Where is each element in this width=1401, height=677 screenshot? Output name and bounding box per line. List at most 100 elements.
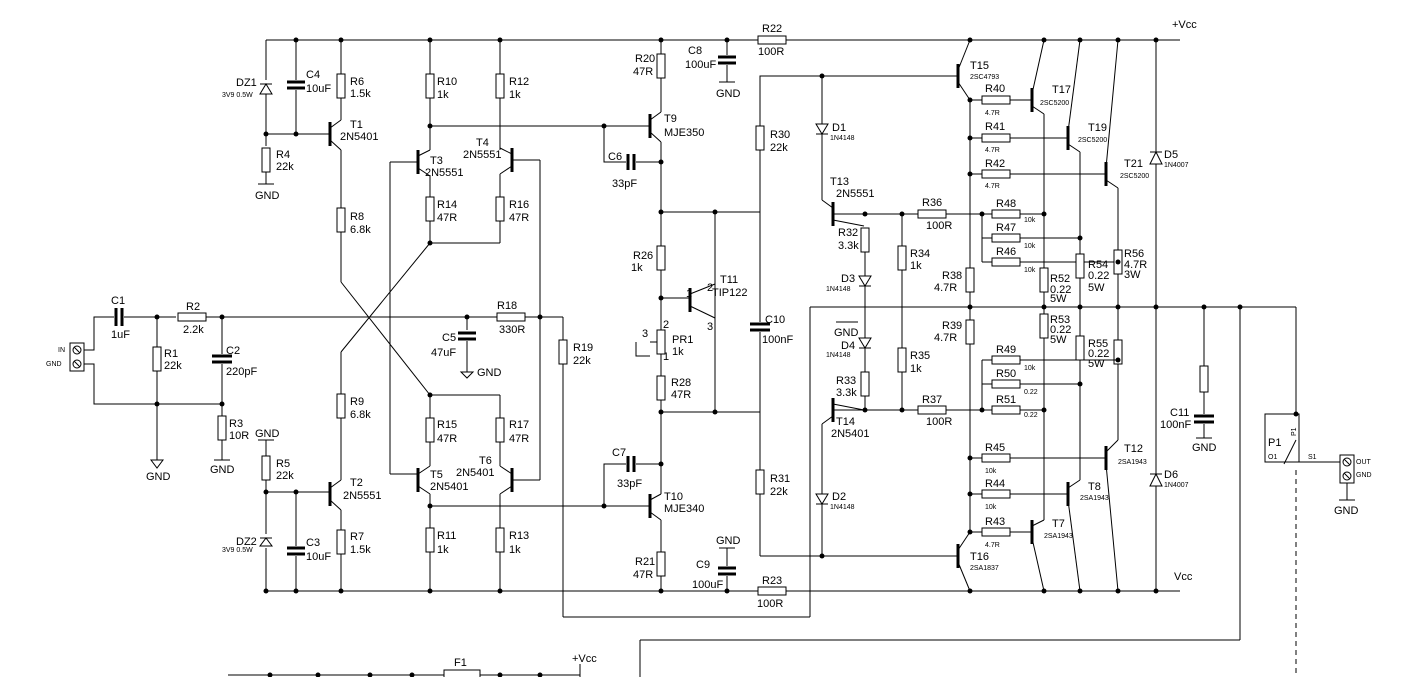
svg-text:2N5551: 2N5551: [343, 490, 382, 502]
out-gnd-label: GND: [1356, 472, 1372, 479]
svg-text:2SC5200: 2SC5200: [1078, 137, 1107, 144]
svg-text:R38: R38: [942, 270, 962, 282]
svg-text:R12: R12: [509, 76, 529, 88]
svg-text:5W: 5W: [1050, 334, 1067, 346]
svg-text:R41: R41: [985, 121, 1005, 133]
svg-text:T15: T15: [970, 60, 989, 72]
svg-text:3: 3: [707, 321, 713, 333]
svg-text:GND: GND: [716, 535, 741, 547]
svg-text:47R: 47R: [633, 66, 653, 78]
out-label: OUT: [1356, 459, 1372, 466]
svg-text:100nF: 100nF: [762, 334, 793, 346]
svg-text:33pF: 33pF: [612, 178, 637, 190]
svg-text:T5: T5: [430, 469, 443, 481]
svg-text:2: 2: [707, 282, 713, 294]
svg-text:22k: 22k: [164, 360, 182, 372]
svg-text:5W: 5W: [1050, 293, 1067, 305]
svg-text:+Vcc: +Vcc: [572, 653, 597, 665]
gnd-symbol: GND GND: [146, 459, 235, 483]
D3: D3 1N4148: [826, 273, 872, 338]
R26: R28 47R: [656, 375, 691, 494]
output-connector[interactable]: OUT GND GND: [1334, 454, 1372, 517]
svg-text:F1: F1: [454, 657, 467, 669]
svg-text:220pF: 220pF: [226, 366, 257, 378]
svg-text:GND: GND: [255, 428, 280, 440]
svg-text:100R: 100R: [757, 598, 783, 610]
svg-text:47R: 47R: [671, 389, 691, 401]
svg-text:C5: C5: [442, 332, 456, 344]
svg-text:R37: R37: [922, 394, 942, 406]
svg-text:C9: C9: [696, 559, 710, 571]
R55: [1113, 307, 1123, 410]
R10: R10 1k: [425, 40, 457, 150]
svg-text:R56: R56: [1124, 248, 1144, 260]
svg-text:T16: T16: [970, 551, 989, 563]
svg-text:2N5401: 2N5401: [340, 131, 379, 143]
svg-text:DZ2: DZ2: [236, 536, 257, 548]
svg-text:R33: R33: [836, 375, 856, 387]
svg-text:GND: GND: [834, 327, 859, 339]
R32: R34 1k: [897, 214, 930, 348]
svg-text:TIP122: TIP122: [712, 287, 747, 299]
R3: R3 10R: [217, 415, 249, 460]
svg-text:2SA1943: 2SA1943: [1080, 495, 1109, 502]
R28: R30 22k: [755, 125, 790, 322]
svg-text:2N5401: 2N5401: [831, 428, 870, 440]
svg-text:4.7R: 4.7R: [985, 110, 1000, 117]
svg-text:R22: R22: [762, 23, 782, 35]
R54: R56 4.7R 3W: [1113, 248, 1147, 307]
C4: C4 10uF: [287, 40, 331, 134]
svg-text:T17: T17: [1052, 84, 1071, 96]
svg-text:R17: R17: [509, 419, 529, 431]
svg-text:R15: R15: [437, 419, 457, 431]
svg-text:P1: P1: [1291, 427, 1298, 436]
input-connector[interactable]: IN GND: [46, 342, 85, 372]
R23: R23 100R: [757, 575, 787, 610]
svg-text:4.7R: 4.7R: [985, 183, 1000, 190]
svg-text:T21: T21: [1124, 158, 1143, 170]
svg-text:1N4148: 1N4148: [826, 286, 851, 293]
svg-text:D5: D5: [1164, 149, 1178, 161]
T4: T4 2N5551: [463, 137, 540, 175]
svg-text:4.7R: 4.7R: [934, 332, 957, 344]
svg-text:10k: 10k: [985, 468, 997, 475]
svg-text:2SC5200: 2SC5200: [1120, 173, 1149, 180]
R9: R9 6.8k: [336, 352, 371, 480]
svg-text:10uF: 10uF: [306, 551, 331, 563]
svg-text:R3: R3: [229, 418, 243, 430]
svg-text:1N4148: 1N4148: [830, 135, 855, 142]
svg-text:R49: R49: [996, 344, 1016, 356]
R20: R20 47R: [633, 40, 666, 112]
svg-text:1k: 1k: [437, 89, 449, 101]
svg-text:2SA1943: 2SA1943: [1044, 533, 1073, 540]
R48: R50 0.22: [982, 368, 1080, 396]
svg-text:100R: 100R: [926, 220, 952, 232]
R33: R35 1k: [897, 347, 930, 410]
svg-text:GND: GND: [210, 464, 235, 476]
R17: R17 47R: [495, 395, 529, 466]
svg-text:10R: 10R: [229, 430, 249, 442]
svg-text:GND: GND: [1334, 505, 1359, 517]
bottom-rail: Vcc: [266, 571, 1193, 592]
svg-text:R26: R26: [633, 250, 653, 262]
D4: GND D4 1N4148: [826, 321, 872, 372]
T17: T17 2SC5200: [1030, 39, 1071, 115]
R34: R36 100R: [917, 197, 952, 232]
svg-text:R20: R20: [635, 53, 655, 65]
svg-text:C6: C6: [608, 151, 622, 163]
R4: R4 22k GND: [255, 147, 294, 202]
svg-text:2N5401: 2N5401: [430, 481, 469, 493]
svg-text:2.2k: 2.2k: [183, 324, 204, 336]
R50: R52 0.22 5W: [1039, 267, 1071, 307]
T11: T11 TIP122 1 2 3: [686, 274, 747, 333]
svg-text:T4: T4: [476, 137, 489, 149]
svg-text:D2: D2: [832, 491, 846, 503]
T5: T5 2N5401: [390, 465, 469, 495]
T8: T8 2SA1943: [1066, 479, 1109, 592]
svg-text:5W: 5W: [1088, 358, 1105, 370]
T21: T21 2SC5200: [1104, 39, 1149, 189]
C3: C3 10uF: [287, 492, 331, 591]
svg-text:10uF: 10uF: [306, 83, 331, 95]
T15: T15 2SC4793: [956, 39, 999, 101]
svg-text:GND: GND: [477, 367, 502, 379]
